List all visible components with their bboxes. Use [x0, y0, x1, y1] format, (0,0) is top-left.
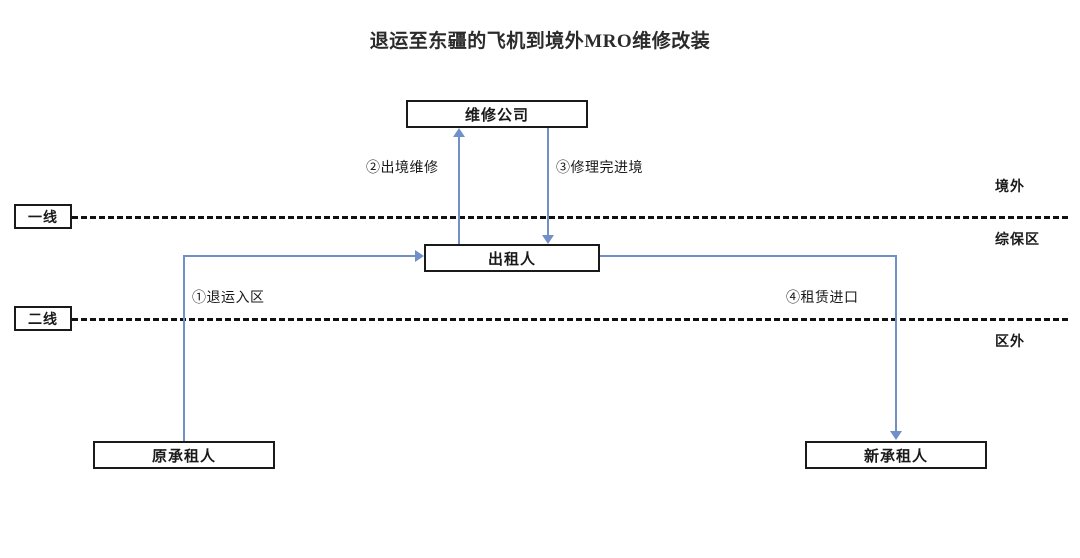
- boundary-line-first: [72, 216, 1068, 219]
- arrowhead-step4-down: [890, 431, 902, 440]
- connector-step4-vertical: [895, 255, 897, 432]
- node-new-lessee: 新承租人: [805, 441, 987, 469]
- arrowhead-step1-right: [415, 250, 424, 262]
- flow-label-step-1: ①退运入区: [192, 291, 265, 306]
- flow-label-step-3: ③修理完进境: [556, 161, 643, 176]
- connector-step3-vertical: [547, 128, 549, 235]
- zone-label-outside-area: 区外: [995, 335, 1025, 350]
- boundary-line-second: [72, 318, 1068, 321]
- connector-step1-horizontal: [183, 255, 415, 257]
- connector-step2-vertical: [458, 137, 460, 244]
- node-maintenance-company: 维修公司: [406, 100, 588, 128]
- flow-label-step-2: ②出境维修: [366, 161, 439, 176]
- zone-label-overseas: 境外: [995, 180, 1025, 195]
- connector-step1-vertical: [183, 255, 185, 442]
- arrowhead-step2-up: [453, 128, 465, 137]
- zone-label-bonded-area: 综保区: [995, 233, 1040, 248]
- node-lessor: 出租人: [424, 244, 600, 272]
- connector-step4-horizontal: [600, 255, 896, 257]
- arrowhead-step3-down: [542, 235, 554, 244]
- flow-label-step-4: ④租赁进口: [786, 291, 859, 306]
- boundary-tag-second-line: 二线: [14, 306, 72, 331]
- diagram-title: 退运至东疆的飞机到境外MRO维修改装: [369, 31, 711, 52]
- boundary-tag-first-line: 一线: [14, 204, 72, 229]
- node-original-lessee: 原承租人: [93, 441, 275, 469]
